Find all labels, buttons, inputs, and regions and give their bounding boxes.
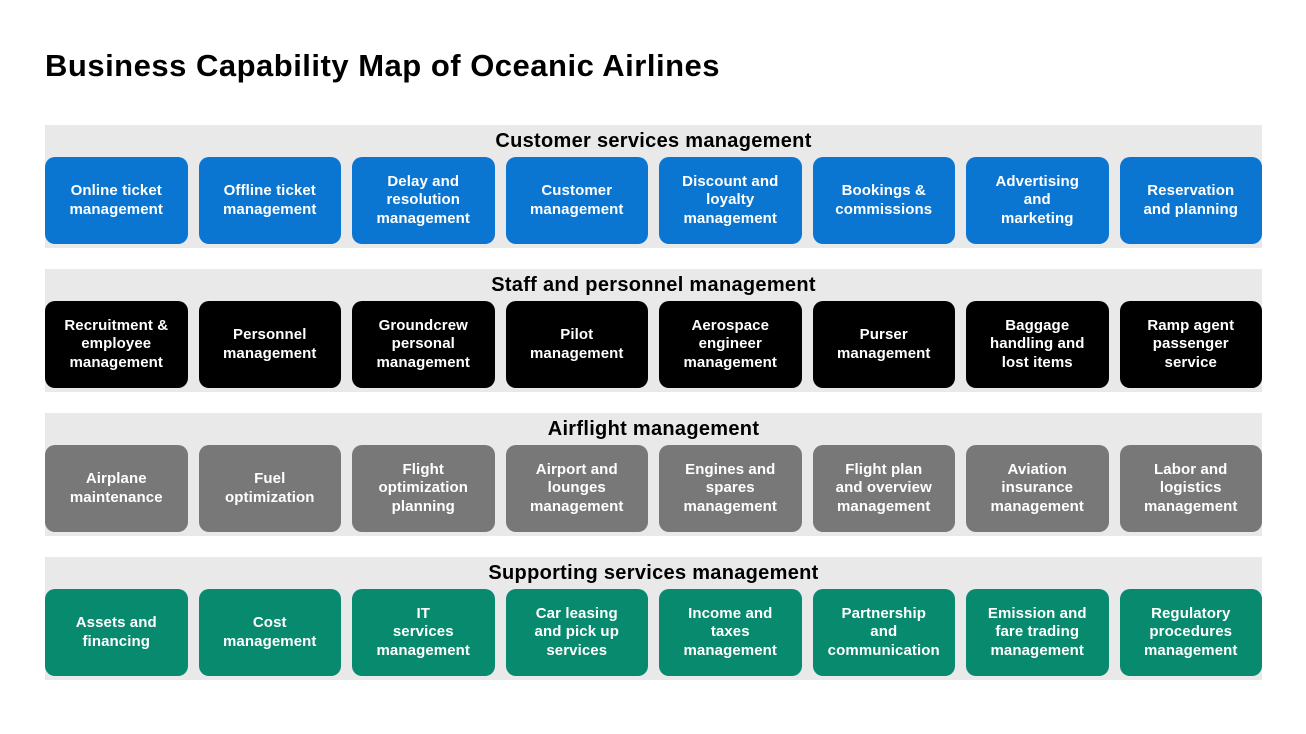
capability-box: Partnership and communication bbox=[812, 589, 955, 676]
band-boxes: Online ticket management Offline ticket … bbox=[45, 157, 1262, 244]
band-boxes: Recruitment & employee management Person… bbox=[45, 301, 1262, 388]
capability-box: Airplane maintenance bbox=[45, 445, 188, 532]
capability-box: Car leasing and pick up services bbox=[505, 589, 648, 676]
capability-box: Engines and spares management bbox=[659, 445, 802, 532]
capability-box: Recruitment & employee management bbox=[45, 301, 188, 388]
band-list: Customer services management Online tick… bbox=[45, 125, 1262, 701]
capability-box: Delay and resolution management bbox=[352, 157, 495, 244]
capability-box: Baggage handling and lost items bbox=[966, 301, 1109, 388]
capability-box: Airport and lounges management bbox=[505, 445, 648, 532]
capability-box: Flight plan and overview management bbox=[812, 445, 955, 532]
capability-box: Aerospace engineer management bbox=[659, 301, 802, 388]
band-staff-personnel: Staff and personnel management Recruitme… bbox=[45, 269, 1262, 392]
capability-box: Online ticket management bbox=[45, 157, 188, 244]
band-boxes: Airplane maintenance Fuel optimization F… bbox=[45, 445, 1262, 532]
capability-box: Assets and financing bbox=[45, 589, 188, 676]
band-header-airflight: Airflight management bbox=[547, 418, 760, 440]
capability-box: Reservation and planning bbox=[1119, 157, 1262, 244]
band-customer-services: Customer services management Online tick… bbox=[45, 125, 1262, 248]
capability-box: Aviation insurance management bbox=[966, 445, 1109, 532]
capability-box: IT services management bbox=[352, 589, 495, 676]
capability-box: Regulatory procedures management bbox=[1119, 589, 1262, 676]
capability-box: Discount and loyalty management bbox=[659, 157, 802, 244]
capability-box: Income and taxes management bbox=[659, 589, 802, 676]
band-header-staff-personnel: Staff and personnel management bbox=[491, 274, 816, 296]
capability-box: Bookings & commissions bbox=[812, 157, 955, 244]
capability-box: Emission and fare trading management bbox=[966, 589, 1109, 676]
capability-box: Personnel management bbox=[198, 301, 341, 388]
band-supporting-services: Supporting services management Assets an… bbox=[45, 557, 1262, 680]
capability-box: Advertising and marketing bbox=[966, 157, 1109, 244]
band-airflight: Airflight management Airplane maintenanc… bbox=[45, 413, 1262, 536]
band-boxes: Assets and financing Cost management IT … bbox=[45, 589, 1262, 676]
capability-box: Labor and logistics management bbox=[1119, 445, 1262, 532]
band-header-supporting-services: Supporting services management bbox=[488, 562, 819, 584]
page-title: Business Capability Map of Oceanic Airli… bbox=[45, 48, 720, 83]
capability-box: Fuel optimization bbox=[198, 445, 341, 532]
capability-box: Purser management bbox=[812, 301, 955, 388]
capability-box: Ramp agent passenger service bbox=[1119, 301, 1262, 388]
capability-box: Offline ticket management bbox=[198, 157, 341, 244]
capability-box: Groundcrew personal management bbox=[352, 301, 495, 388]
capability-box: Flight optimization planning bbox=[352, 445, 495, 532]
band-header-customer-services: Customer services management bbox=[495, 130, 812, 152]
capability-box: Cost management bbox=[198, 589, 341, 676]
capability-box: Customer management bbox=[505, 157, 648, 244]
capability-box: Pilot management bbox=[505, 301, 648, 388]
